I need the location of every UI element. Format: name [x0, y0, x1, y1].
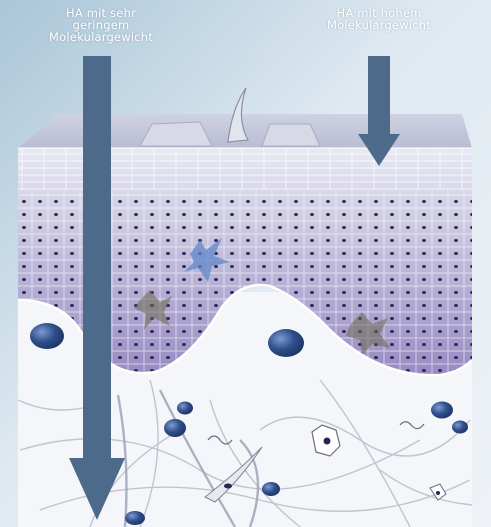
label-high-molecular-weight-ha: HA mit hohem Molekulargewicht	[294, 7, 464, 31]
label-low-molecular-weight-ha: HA mit sehr geringem Molekulargewicht	[16, 7, 186, 43]
label-low-line-3: Molekulargewicht	[16, 31, 186, 43]
label-high-line-2: Molekulargewicht	[294, 19, 464, 31]
